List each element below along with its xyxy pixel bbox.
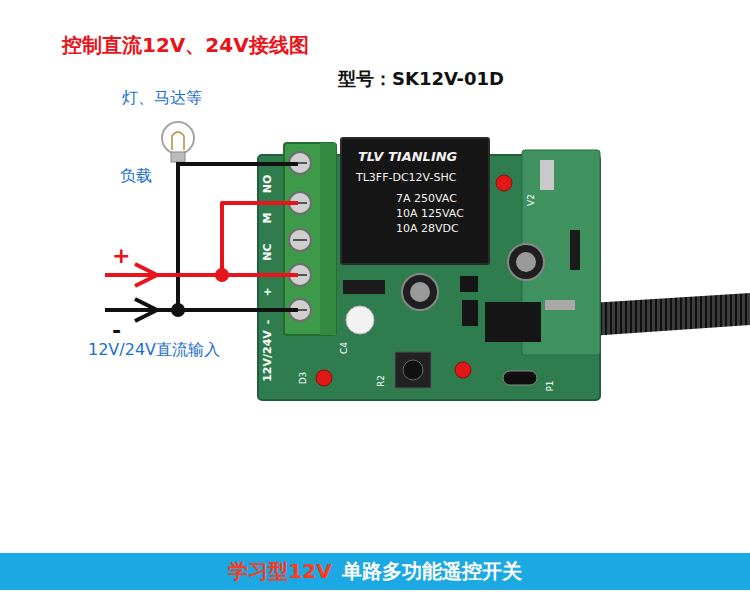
terminal-label: -	[261, 320, 274, 325]
button-cap	[403, 360, 423, 380]
screw-slot	[293, 239, 307, 241]
terminal-side	[320, 143, 336, 335]
relay-rating: 7A 250VAC	[396, 192, 457, 205]
arrow-chevron	[135, 264, 157, 286]
receiver-parts	[540, 160, 580, 310]
caption-part: 学习型12V	[228, 558, 331, 585]
part-designator: V2	[526, 194, 536, 206]
model-number: 型号：SK12V-01D	[338, 69, 504, 90]
bulb-symbol	[162, 122, 194, 162]
crystal-part	[545, 300, 575, 310]
push-button	[395, 352, 431, 388]
part-designator: C4	[339, 342, 349, 354]
relay-rating: 10A 28VDC	[396, 222, 459, 235]
capacitor	[508, 244, 544, 280]
junction-dot	[215, 268, 229, 282]
terminal-label: 12V/24V	[261, 330, 274, 382]
wire	[178, 162, 298, 166]
wire	[105, 273, 298, 277]
chip-part	[570, 230, 580, 270]
part-designator: R2	[376, 375, 386, 387]
polarity-sign: -	[112, 318, 121, 343]
ic-chip	[485, 302, 541, 342]
bulb-base	[171, 152, 185, 162]
capacitor-top	[410, 282, 430, 302]
relay-brand: TLV TIANLING	[358, 149, 457, 165]
wires	[105, 162, 298, 321]
terminal-label: M	[261, 213, 274, 224]
load-label: 负载	[120, 167, 152, 185]
pcb-board-node: NO M NC + - 12V/24V TLV TIANLING TL3FF-DC12V-SH…	[258, 150, 600, 400]
terminal-screw	[289, 229, 311, 251]
pin-header	[343, 280, 385, 294]
relay-rating: 10A 125VAC	[396, 207, 464, 220]
caption-band	[0, 553, 750, 590]
title: 控制直流12V、24V接线图	[62, 34, 309, 57]
capacitor-top	[516, 252, 536, 272]
terminal-label: NC	[261, 243, 274, 260]
arrow-chevron	[135, 299, 157, 321]
led	[316, 370, 332, 386]
load-note: 灯、马达等	[122, 89, 202, 107]
part-designator: D3	[298, 372, 308, 385]
junction-dot	[171, 303, 185, 317]
polarity-sign: +	[112, 243, 130, 268]
terminal-label: NO	[261, 175, 274, 194]
relay-box: TLV TIANLING TL3FF-DC12V-SHC 7A 250VAC 10A …	[340, 137, 490, 265]
led	[455, 362, 471, 378]
relay-model: TL3FF-DC12V-SHC	[356, 171, 456, 184]
coil-part	[540, 160, 554, 190]
caption-row: 学习型12V 单路多功能遥控开关	[0, 553, 750, 590]
input-label: 12V/24V直流输入	[88, 341, 220, 359]
wire	[222, 203, 298, 275]
terminal-label: +	[261, 287, 274, 296]
white-part	[346, 306, 374, 334]
caption-part: 单路多功能遥控开关	[342, 558, 522, 585]
terminal-block	[284, 143, 336, 335]
jumper	[503, 371, 537, 385]
capacitor	[402, 274, 438, 310]
bulb-glass	[162, 122, 194, 154]
led	[496, 175, 512, 191]
diode	[462, 300, 478, 326]
transistor	[460, 276, 478, 292]
wire	[105, 308, 298, 312]
terminal-body	[284, 143, 336, 335]
wire	[176, 162, 180, 310]
part-designator: P1	[545, 380, 555, 391]
bulb-filament	[172, 132, 184, 150]
antenna-coil	[590, 293, 750, 336]
